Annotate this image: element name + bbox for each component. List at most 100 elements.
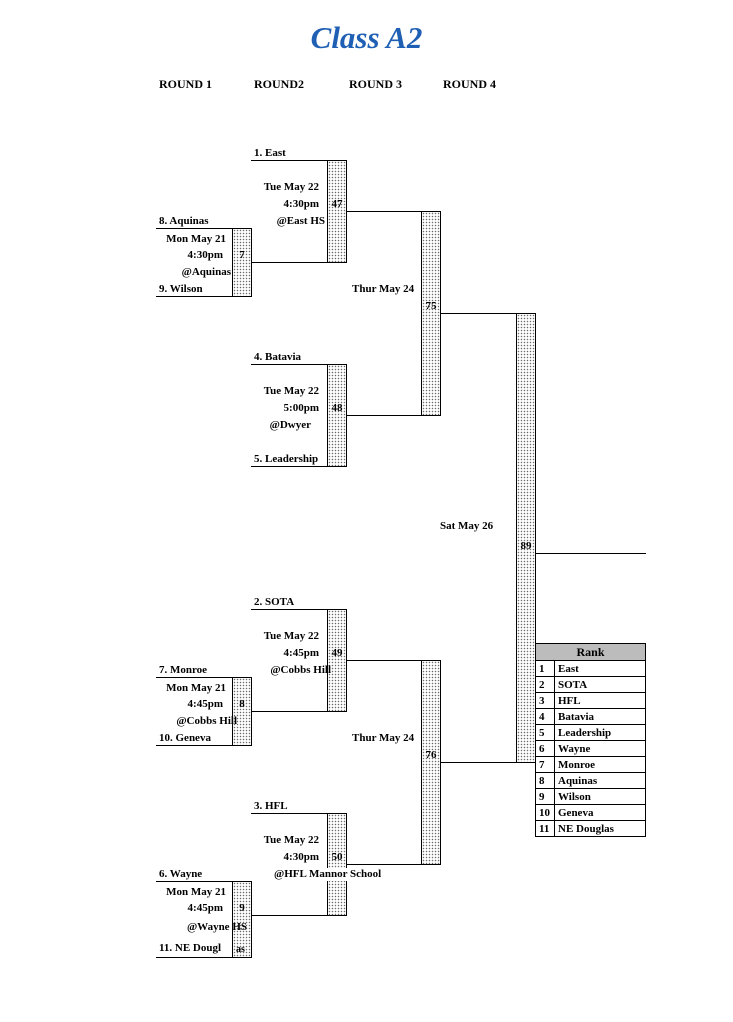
r2-m4-score: 50 — [331, 851, 343, 863]
r1-m2-bottom-line — [156, 745, 252, 746]
r2-m2-top-line — [251, 364, 347, 365]
r1-m2-venue: @Cobbs Hill — [176, 715, 237, 727]
rank-number: 11 — [535, 820, 555, 837]
r2-m2-bottom-line — [251, 466, 347, 467]
r2-m4-score-box — [327, 813, 347, 916]
r2-m1-time: 4:30pm — [283, 198, 319, 210]
r1-m3-date: Mon May 21 — [166, 886, 226, 898]
r3-m2-date: Thur May 24 — [352, 732, 415, 744]
r1-m2-team-bottom: 10. Geneva — [159, 732, 211, 744]
r2-m4-date: Tue May 22 — [263, 834, 319, 846]
r2-m3-top-line — [251, 609, 347, 610]
rank-number: 4 — [535, 708, 555, 725]
r1-m1-score-box — [232, 228, 252, 297]
r3-m1-bottom-line — [347, 415, 441, 416]
r2-m1-date: Tue May 22 — [263, 181, 319, 193]
round-3-header: ROUND 3 — [349, 77, 402, 91]
r2-m1-venue: @East HS — [276, 215, 325, 227]
rank-number: 5 — [535, 724, 555, 741]
r4-score: 89 — [520, 540, 532, 552]
r2-m2-time: 5:00pm — [283, 402, 319, 414]
champion-line — [536, 553, 646, 554]
r3-m2-top-line — [347, 660, 441, 661]
r4-top-line — [441, 313, 536, 314]
r1-m3-team-bottom-overflow: as — [236, 944, 245, 955]
r2-m2-date: Tue May 22 — [263, 385, 319, 397]
r2-m2-team-bottom: 5. Leadership — [254, 453, 319, 465]
r3-m1-score: 75 — [425, 300, 437, 312]
r2-m1-bottom-line — [251, 262, 347, 263]
r3-m1-date: Thur May 24 — [352, 283, 415, 295]
rank-team: Leadership — [554, 724, 646, 741]
r3-m1-score-box — [421, 211, 441, 416]
r1-m3-score: 9 — [239, 902, 245, 914]
rank-number: 6 — [535, 740, 555, 757]
rank-number: 9 — [535, 788, 555, 805]
rank-team: East — [554, 660, 646, 677]
rank-team: NE Douglas — [554, 820, 646, 837]
rank-header: Rank — [535, 643, 646, 661]
r1-m1-score: 7 — [239, 249, 245, 261]
rank-team: SOTA — [554, 676, 646, 693]
rank-team: Batavia — [554, 708, 646, 725]
r4-score-box — [516, 313, 536, 763]
rank-team: Monroe — [554, 756, 646, 773]
r1-m2-score-box — [232, 677, 252, 746]
r1-m1-team-top: 8. Aquinas — [159, 215, 209, 227]
r1-m2-score: 8 — [239, 698, 245, 710]
rank-team: Wilson — [554, 788, 646, 805]
r1-m3-top-line — [156, 881, 252, 882]
r2-m3-team-top: 2. SOTA — [254, 596, 295, 608]
rank-number: 1 — [535, 660, 555, 677]
r3-m2-score-box — [421, 660, 441, 865]
rank-team: Wayne — [554, 740, 646, 757]
r1-m3-time: 4:45pm — [187, 902, 223, 914]
rank-team: HFL — [554, 692, 646, 709]
r1-m1-date: Mon May 21 — [166, 233, 226, 245]
round-4-header: ROUND 4 — [443, 77, 496, 91]
r1-m1-team-bottom: 9. Wilson — [159, 283, 203, 295]
r2-m1-score: 47 — [331, 198, 343, 210]
round-2-header: ROUND2 — [254, 77, 304, 91]
r1-m3-venue: @Wayne HS — [186, 921, 247, 933]
r1-m3-team-bottom: 11. NE Dougl — [159, 942, 222, 954]
r2-m2-venue: @Dwyer — [269, 419, 311, 431]
r2-m4-bottom-line — [251, 915, 347, 916]
r1-m1-bottom-line — [156, 296, 252, 297]
rank-team: Geneva — [554, 804, 646, 821]
r2-m3-time: 4:45pm — [283, 647, 319, 659]
r1-m2-team-top: 7. Monroe — [159, 664, 208, 676]
r2-m3-score: 49 — [331, 647, 343, 659]
r2-m4-top-line — [251, 813, 347, 814]
r2-m3-bottom-line — [251, 711, 347, 712]
rank-number: 3 — [535, 692, 555, 709]
r1-m1-time: 4:30pm — [187, 249, 223, 261]
r1-m2-time: 4:45pm — [187, 698, 223, 710]
r2-m3-venue: @Cobbs Hill — [270, 664, 331, 676]
rank-number: 8 — [535, 772, 555, 789]
r2-m4-venue: @HFL Mannor School — [274, 868, 384, 881]
r1-m1-venue: @Aquinas — [181, 266, 231, 278]
r2-m3-score-box — [327, 609, 347, 712]
r3-m2-bottom-line — [347, 864, 441, 865]
round-1-header: ROUND 1 — [159, 77, 212, 91]
r2-m1-team-top: 1. East — [254, 147, 286, 159]
r3-m2-score: 76 — [425, 749, 437, 761]
r1-m3-score-box — [232, 881, 252, 958]
r1-m2-date: Mon May 21 — [166, 682, 226, 694]
rank-number: 2 — [535, 676, 555, 693]
r2-m4-team-top: 3. HFL — [254, 800, 288, 812]
r2-m2-score-box — [327, 364, 347, 467]
r2-m2-team-top: 4. Batavia — [254, 351, 302, 363]
rank-number: 10 — [535, 804, 555, 821]
r1-m2-top-line — [156, 677, 252, 678]
r2-m1-top-line — [251, 160, 347, 161]
r2-m1-score-box — [327, 160, 347, 263]
